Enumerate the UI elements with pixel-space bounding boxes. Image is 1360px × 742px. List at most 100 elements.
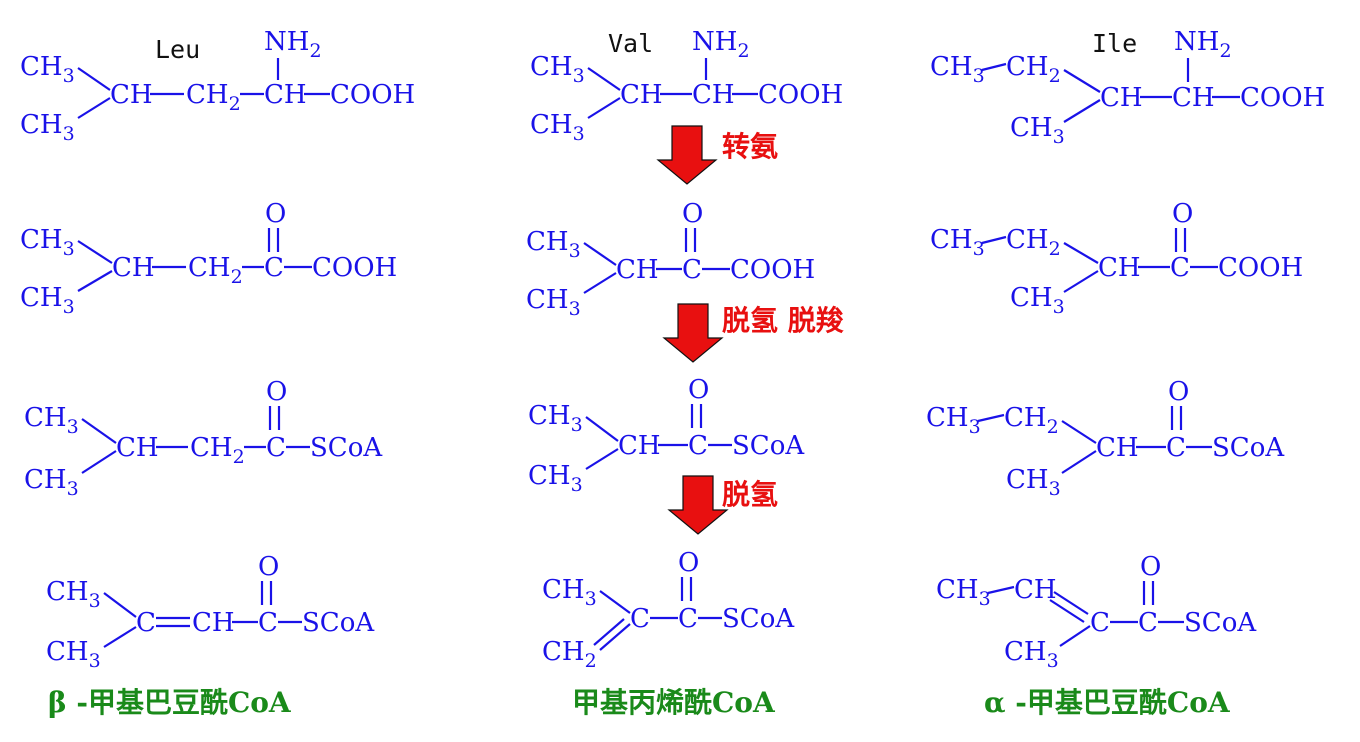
svg-text:C: C xyxy=(682,255,702,285)
svg-text:CH3: CH3 xyxy=(530,110,585,145)
svg-text:SCoA: SCoA xyxy=(1184,608,1257,638)
leu-amino-acid: Leu NH2 CH3 CH3 CH CH2 CH COOH xyxy=(20,27,415,145)
svg-text:COOH: COOH xyxy=(312,253,397,283)
svg-text:O: O xyxy=(1140,552,1161,582)
val-label: Val xyxy=(608,29,653,58)
ile-product-name: α -甲基巴豆酰CoA xyxy=(984,686,1231,719)
svg-text:CH3: CH3 xyxy=(1004,637,1059,672)
svg-text:O: O xyxy=(258,552,279,582)
amino-group: NH2 xyxy=(264,27,322,62)
svg-text:CH3: CH3 xyxy=(20,52,75,87)
ile-acyl-coa: O CH3 CH2 CH3 CH C SCoA xyxy=(926,377,1285,500)
svg-text:CH3: CH3 xyxy=(528,401,583,436)
svg-text:C: C xyxy=(1166,433,1186,463)
svg-text:CH: CH xyxy=(620,80,663,110)
svg-text:CH2: CH2 xyxy=(542,637,597,672)
svg-text:CH3: CH3 xyxy=(1006,465,1061,500)
svg-text:C: C xyxy=(1170,253,1190,283)
svg-text:SCoA: SCoA xyxy=(302,608,375,638)
svg-text:CH3: CH3 xyxy=(930,52,985,87)
svg-text:CH: CH xyxy=(112,253,155,283)
leu-column: Leu NH2 CH3 CH3 CH CH2 CH COOH O CH3 CH3… xyxy=(20,27,415,719)
svg-text:COOH: COOH xyxy=(758,80,843,110)
ile-amino-acid: Ile NH2 CH3 CH2 CH3 CH CH COOH xyxy=(930,27,1325,148)
svg-text:O: O xyxy=(266,377,287,407)
svg-text:SCoA: SCoA xyxy=(732,431,805,461)
val-keto-acid: O CH3 CH3 CH C COOH xyxy=(526,199,815,320)
svg-text:C: C xyxy=(1090,608,1110,638)
svg-text:CH: CH xyxy=(1098,253,1141,283)
svg-text:CH3: CH3 xyxy=(926,403,981,438)
svg-text:SCoA: SCoA xyxy=(722,604,795,634)
svg-text:CH3: CH3 xyxy=(1010,283,1065,318)
svg-text:CH2: CH2 xyxy=(1004,403,1059,438)
val-column: Val NH2 CH3 CH3 CH CH COOH 转氨 O CH3 CH3 … xyxy=(526,27,844,719)
svg-text:CH3: CH3 xyxy=(526,285,581,320)
svg-text:O: O xyxy=(682,199,703,229)
svg-text:CH: CH xyxy=(116,433,159,463)
svg-text:C: C xyxy=(630,604,650,634)
svg-text:CH: CH xyxy=(1096,433,1139,463)
svg-text:CH3: CH3 xyxy=(930,225,985,260)
leu-enoyl-coa: O CH3 CH3 C CH C SCoA xyxy=(46,552,375,672)
svg-text:C: C xyxy=(678,604,698,634)
svg-text:CH3: CH3 xyxy=(528,461,583,496)
amino-group: NH2 xyxy=(692,27,750,62)
ile-enoyl-coa: O CH3 CH CH3 C C SCoA xyxy=(936,552,1257,672)
svg-text:CH2: CH2 xyxy=(1006,225,1061,260)
svg-text:SCoA: SCoA xyxy=(310,433,383,463)
svg-text:CH2: CH2 xyxy=(190,433,245,468)
svg-text:CH3: CH3 xyxy=(24,465,79,500)
svg-text:CH3: CH3 xyxy=(1010,113,1065,148)
leu-acyl-coa: O CH3 CH3 CH CH2 C SCoA xyxy=(24,377,383,500)
val-acyl-coa: O CH3 CH3 CH C SCoA xyxy=(528,375,805,496)
amino-group: NH2 xyxy=(1174,27,1232,62)
svg-text:O: O xyxy=(1172,199,1193,229)
svg-text:CH3: CH3 xyxy=(526,227,581,262)
step-dehydrogenation: 脱氢 xyxy=(722,478,778,511)
down-arrow-icon xyxy=(667,475,729,535)
step-dehydro-decarbox: 脱氢 脱羧 xyxy=(722,304,844,337)
svg-text:C: C xyxy=(258,608,278,638)
leu-label: Leu xyxy=(155,35,200,64)
svg-text:CH3: CH3 xyxy=(20,225,75,260)
leu-keto-acid: O CH3 CH3 CH CH2 C COOH xyxy=(20,199,397,318)
val-enoyl-coa: O CH3 CH2 C C SCoA xyxy=(542,548,795,672)
down-arrow-icon xyxy=(656,125,718,185)
svg-text:C: C xyxy=(266,433,286,463)
svg-text:CH: CH xyxy=(616,255,659,285)
svg-text:CH3: CH3 xyxy=(24,403,79,438)
val-amino-acid: Val NH2 CH3 CH3 CH CH COOH xyxy=(530,27,843,145)
svg-text:CH2: CH2 xyxy=(1006,52,1061,87)
svg-text:O: O xyxy=(678,548,699,578)
svg-text:CH: CH xyxy=(1100,83,1143,113)
svg-text:O: O xyxy=(265,199,286,229)
svg-text:C: C xyxy=(136,608,156,638)
svg-text:CH3: CH3 xyxy=(46,577,101,612)
step-transamination: 转氨 xyxy=(722,130,778,163)
svg-text:SCoA: SCoA xyxy=(1212,433,1285,463)
svg-text:COOH: COOH xyxy=(1218,253,1303,283)
svg-text:CH: CH xyxy=(1172,83,1215,113)
svg-text:O: O xyxy=(688,375,709,405)
svg-text:CH: CH xyxy=(192,608,235,638)
svg-text:CH: CH xyxy=(618,431,661,461)
down-arrow-icon xyxy=(662,303,724,363)
svg-text:CH2: CH2 xyxy=(186,80,241,115)
svg-text:CH: CH xyxy=(264,80,307,110)
ile-column: Ile NH2 CH3 CH2 CH3 CH CH COOH O CH3 CH2… xyxy=(926,27,1325,719)
svg-text:COOH: COOH xyxy=(1240,83,1325,113)
svg-text:CH: CH xyxy=(692,80,735,110)
svg-text:CH3: CH3 xyxy=(530,52,585,87)
svg-text:C: C xyxy=(688,431,708,461)
svg-text:CH3: CH3 xyxy=(542,575,597,610)
svg-text:C: C xyxy=(264,253,284,283)
svg-text:CH: CH xyxy=(110,80,153,110)
svg-text:CH: CH xyxy=(1014,575,1057,605)
svg-text:COOH: COOH xyxy=(730,255,815,285)
svg-text:CH3: CH3 xyxy=(936,575,991,610)
svg-text:C: C xyxy=(1138,608,1158,638)
ile-keto-acid: O CH3 CH2 CH3 CH C COOH xyxy=(930,199,1303,318)
svg-text:CH2: CH2 xyxy=(188,253,243,288)
